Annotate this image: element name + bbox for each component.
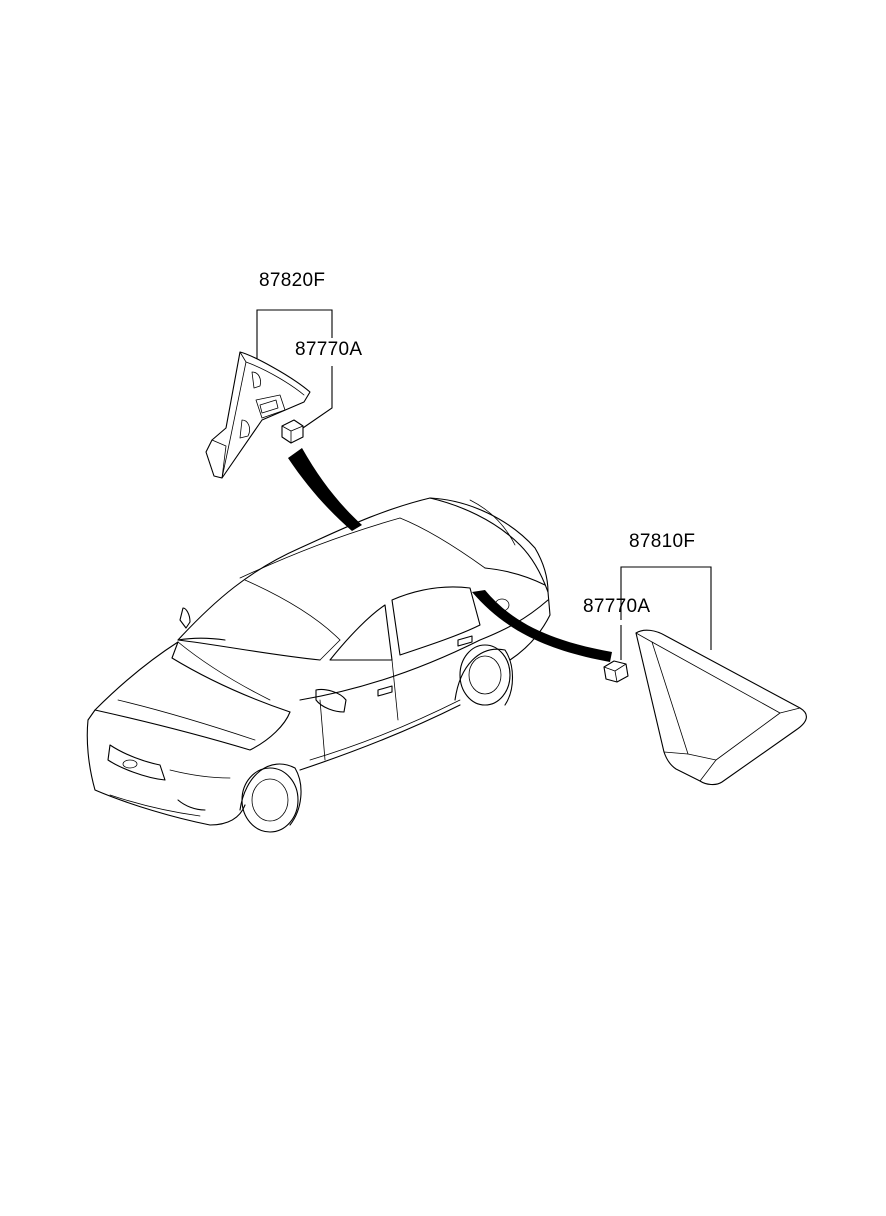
part-number-rear-garnish: 87820F	[259, 270, 326, 291]
part-number-front-clip: 87770A	[583, 596, 651, 617]
rear-clip-part	[281, 419, 304, 444]
rear-pointer-arrow	[288, 448, 362, 531]
part-number-front-garnish: 87810F	[629, 531, 696, 552]
rear-leader-lines	[256, 309, 333, 431]
car-illustration	[86, 497, 551, 833]
front-garnish-part	[635, 629, 807, 786]
front-pointer-arrow	[472, 590, 612, 662]
front-leader-lines	[620, 566, 712, 660]
part-number-rear-clip: 87770A	[295, 339, 363, 360]
front-clip-part	[603, 660, 629, 683]
rear-garnish-part	[205, 351, 311, 479]
